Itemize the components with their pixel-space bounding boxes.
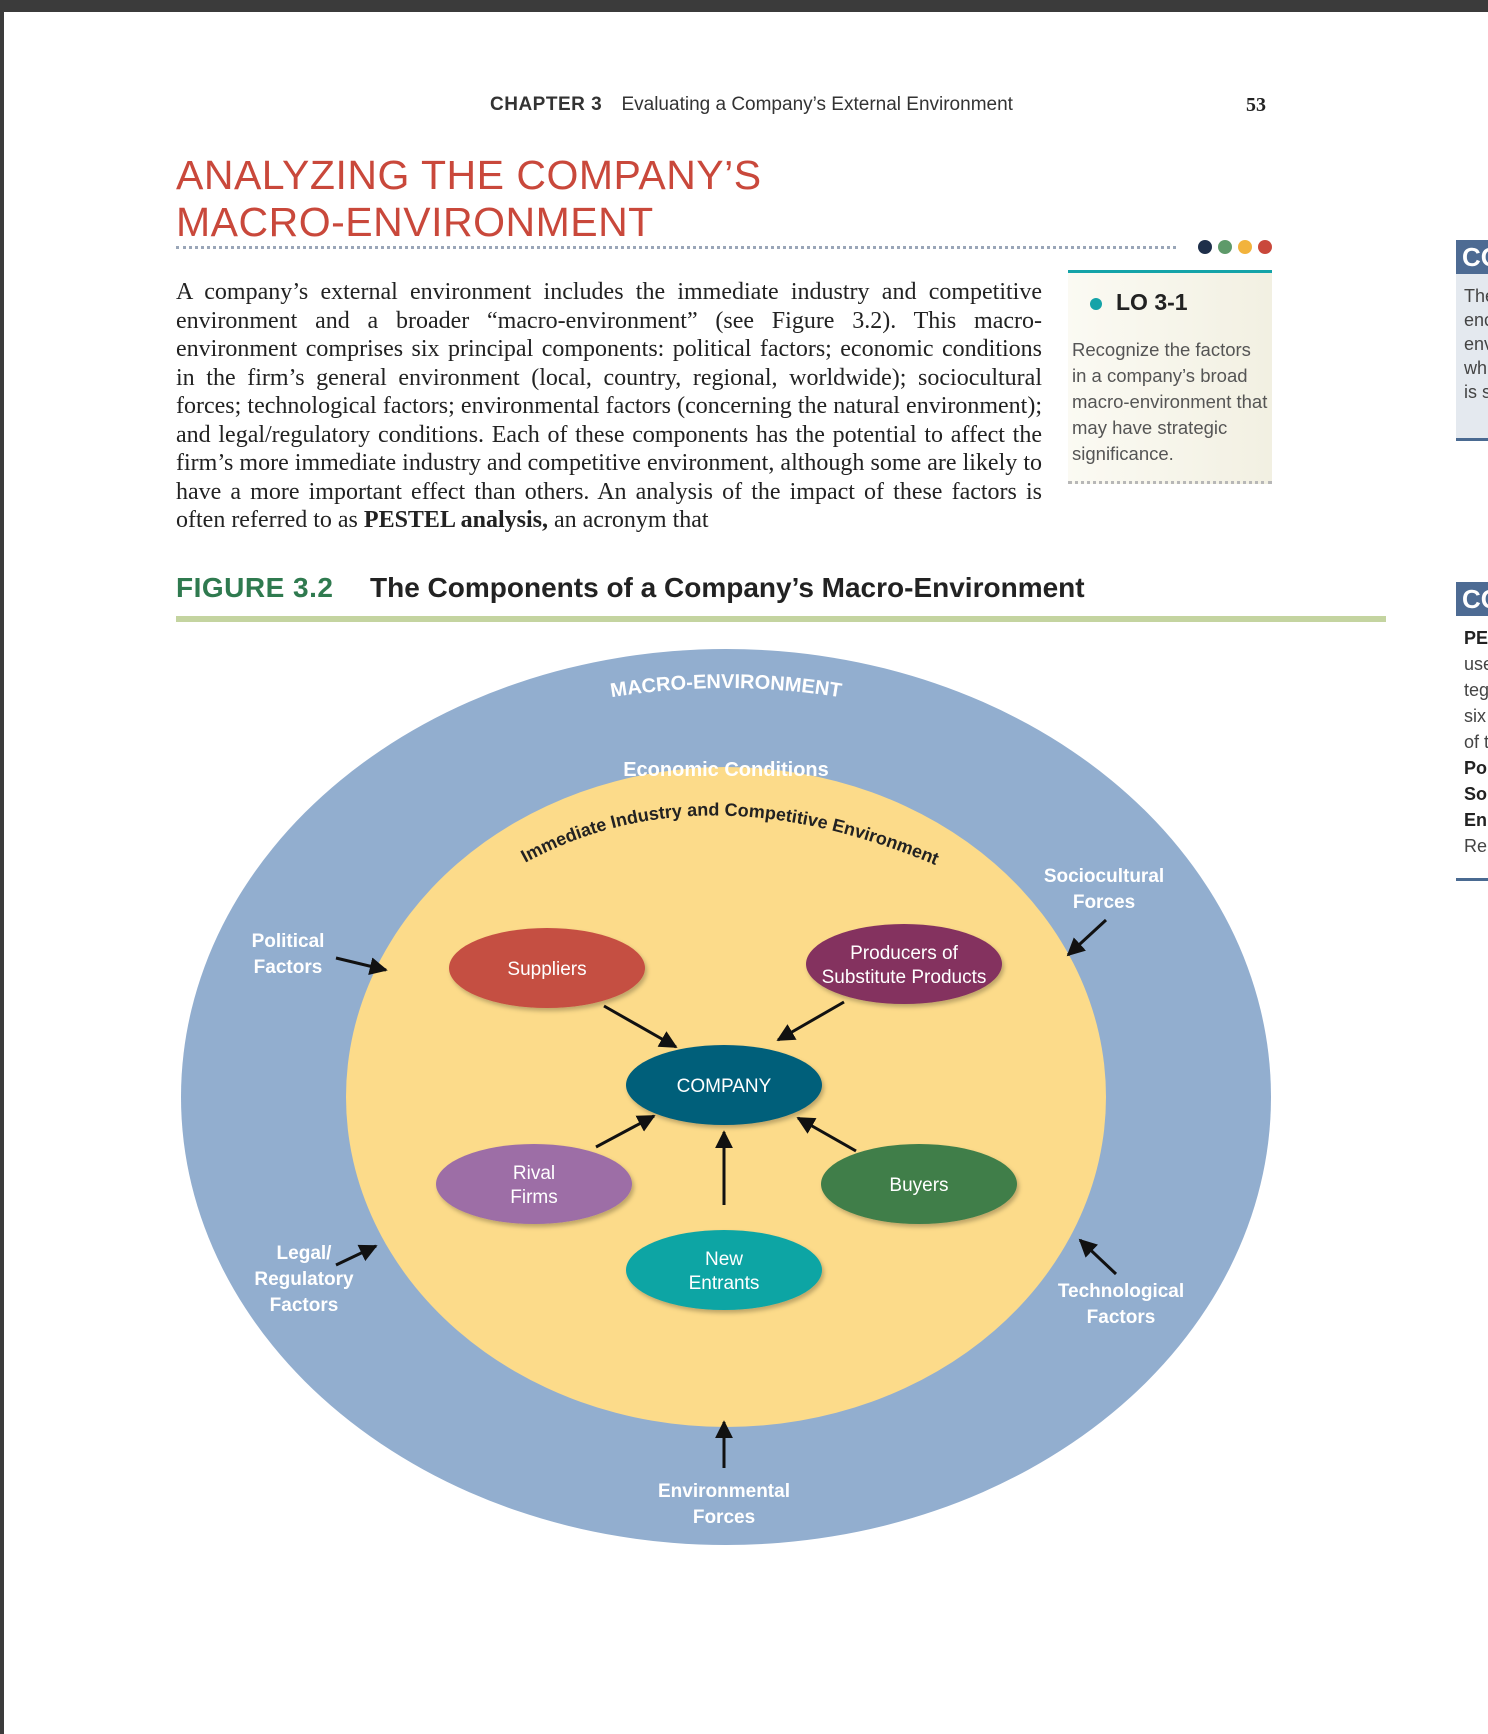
figure-label: FIGURE 3.2: [176, 572, 334, 603]
sociocultural-label-1: Sociocultural: [1044, 866, 1164, 887]
margin-box-2-line: teg: [1464, 680, 1488, 700]
section-title-line-1: ANALYZING THE COMPANY’S: [176, 152, 762, 198]
textbook-page: CHAPTER 3 Evaluating a Company’s Externa…: [4, 12, 1488, 1734]
buyers-arrow: [796, 1116, 857, 1153]
buyers-label: Buyers: [889, 1175, 948, 1196]
margin-box-1-line: is s: [1464, 382, 1488, 402]
learning-objective-box: LO 3-1 Recognize the factors in a compan…: [1068, 270, 1272, 484]
figure-rule: [176, 616, 1386, 622]
suppliers-label: Suppliers: [507, 959, 586, 980]
chapter-title: Evaluating a Company’s External Environm…: [621, 94, 1013, 115]
environmental-label-1: Environmental: [658, 1481, 790, 1502]
divider-dot-yellow: [1238, 240, 1252, 254]
margin-box-2-line: So: [1464, 784, 1488, 804]
margin-box-2-line: of t: [1464, 732, 1488, 752]
margin-box-1-line: enc: [1464, 310, 1488, 330]
rival-firms-node: Rival Firms: [436, 1144, 632, 1224]
macro-force-arrows: [335, 918, 1118, 1468]
margin-box-2-line: PE: [1464, 628, 1488, 648]
company-node: COMPANY: [626, 1045, 822, 1125]
margin-box-2-line: En: [1464, 810, 1488, 830]
macro-environment-diagram: MACRO-ENVIRONMENT Economic Conditions Im…: [181, 649, 1271, 1545]
body-text-end: an acronym that: [547, 507, 709, 533]
margin-box-1-line: The: [1464, 286, 1488, 306]
technological-label-1: Technological: [1058, 1281, 1184, 1302]
producers-arrow: [776, 1000, 845, 1042]
margin-box-1-line: env: [1464, 334, 1488, 354]
body-paragraph: A company’s external environment include…: [176, 278, 1042, 535]
margin-box-2: CO PE use teg six of t Po So En Re: [1456, 582, 1488, 881]
political-label-2: Factors: [254, 957, 323, 978]
producers-label-2: Substitute Products: [822, 967, 987, 988]
industry-force-arrows: [595, 1000, 857, 1205]
divider-dot-green: [1218, 240, 1232, 254]
sociocultural-arrow: [1066, 918, 1108, 957]
producers-label-1: Producers of: [850, 943, 958, 964]
margin-box-2-line: use: [1464, 654, 1488, 674]
company-label: COMPANY: [677, 1076, 772, 1097]
suppliers-node: Suppliers: [449, 928, 645, 1008]
divider-dot-red: [1258, 240, 1272, 254]
political-label-1: Political: [252, 931, 325, 952]
economic-conditions-label: Economic Conditions: [623, 759, 829, 781]
rival-label-2: Firms: [510, 1187, 557, 1208]
figure-title: The Components of a Company’s Macro-Envi…: [370, 572, 1085, 603]
rival-arrow: [595, 1114, 656, 1149]
legal-label-3: Factors: [270, 1295, 339, 1316]
margin-box-1-head: CO: [1456, 240, 1488, 274]
margin-box-2-line: Po: [1464, 758, 1488, 778]
body-text: A company’s external environment include…: [176, 279, 1042, 533]
margin-box-1-line: whi: [1464, 358, 1488, 378]
page-number: 53: [1246, 94, 1266, 116]
buyers-node: Buyers: [821, 1144, 1017, 1224]
dotted-divider: [176, 246, 1176, 249]
margin-box-2-line: six: [1464, 706, 1486, 726]
legal-label-2: Regulatory: [254, 1269, 354, 1290]
divider-dot-navy: [1198, 240, 1212, 254]
environmental-label-2: Forces: [693, 1507, 755, 1528]
section-title: ANALYZING THE COMPANY’S MACRO-ENVIRONMEN…: [176, 152, 876, 246]
learning-objective-text: Recognize the factors in a company’s bro…: [1072, 339, 1268, 464]
learning-objective-title: LO 3-1: [1090, 289, 1188, 316]
new-entrants-label-2: Entrants: [689, 1273, 760, 1294]
rival-label-1: Rival: [513, 1163, 555, 1184]
margin-box-2-head: CO: [1456, 582, 1488, 616]
chapter-number: CHAPTER 3: [490, 94, 603, 115]
running-head: CHAPTER 3 Evaluating a Company’s Externa…: [490, 94, 1013, 116]
new-entrants-node: New Entrants: [626, 1230, 822, 1310]
section-title-line-2: MACRO-ENVIRONMENT: [176, 199, 654, 245]
suppliers-arrow: [603, 1004, 678, 1049]
legal-label-1: Legal/: [277, 1243, 333, 1264]
technological-arrow: [1078, 1238, 1118, 1276]
margin-box-1: CO The enc env whi is s: [1456, 240, 1488, 441]
sociocultural-label-2: Forces: [1073, 892, 1135, 913]
producers-node: Producers of Substitute Products: [806, 924, 1002, 1004]
pestel-term: PESTEL analysis,: [363, 507, 548, 533]
legal-arrow: [335, 1244, 378, 1267]
technological-label-2: Factors: [1087, 1307, 1156, 1328]
political-arrow: [335, 956, 388, 975]
margin-box-2-line: Re: [1464, 836, 1488, 856]
new-entrants-label-1: New: [705, 1249, 743, 1270]
external-factor-labels: Political Factors Legal/ Regulatory Fact…: [252, 866, 1185, 1528]
